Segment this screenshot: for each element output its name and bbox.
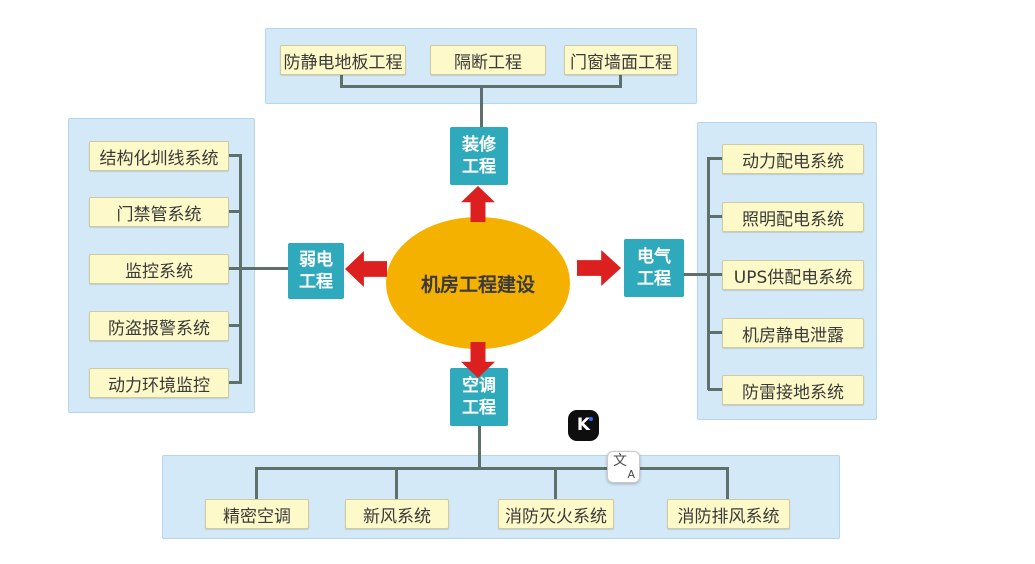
arrow-right-icon: [577, 250, 621, 286]
connector-line: [227, 381, 241, 384]
node-electrical-works: 电气 工程: [624, 239, 684, 297]
item-fresh-air-system: 新风系统: [345, 499, 449, 529]
connector-line: [708, 331, 722, 334]
arrow-left-icon: [345, 251, 387, 287]
node-label-line2: 工程: [299, 272, 333, 292]
item-burglar-alarm: 防盗报警系统: [89, 311, 229, 341]
node-label-line1: 空调: [462, 375, 496, 396]
node-weak-current-works: 弱电 工程: [288, 243, 344, 299]
assistant-k-badge[interactable]: K: [568, 410, 599, 441]
item-precision-ac: 精密空调: [205, 499, 309, 529]
item-label: 动力环境监控: [108, 375, 210, 396]
connector-line: [480, 85, 483, 127]
item-label: 隔断工程: [454, 52, 522, 73]
item-door-window-wall: 门窗墙面工程: [564, 45, 678, 75]
item-label: UPS供配电系统: [733, 267, 853, 288]
item-label: 消防排风系统: [677, 506, 780, 527]
item-label: 机房静电泄露: [742, 325, 844, 346]
connector-line: [395, 467, 398, 499]
node-label-line2: 工程: [637, 269, 671, 289]
connector-line: [227, 324, 241, 327]
item-label: 监控系统: [125, 261, 193, 282]
item-structured-cabling: 结构化圳线系统: [89, 141, 229, 171]
item-lightning-grounding: 防雷接地系统: [722, 375, 864, 405]
node-label-line1: 装修: [462, 134, 496, 155]
item-label: 结构化圳线系统: [99, 148, 219, 169]
item-label: 防雷接地系统: [742, 382, 844, 403]
center-node-label: 机房工程建设: [420, 273, 535, 296]
item-fire-exhaust: 消防排风系统: [667, 499, 790, 529]
node-label-line1: 电气: [637, 246, 671, 267]
connector-line: [340, 73, 343, 87]
connector-line: [478, 426, 481, 470]
item-label: 门禁管系统: [116, 204, 202, 225]
node-decoration-works: 装修 工程: [450, 127, 508, 185]
item-label: 门窗墙面工程: [570, 52, 672, 73]
connector-line: [619, 73, 622, 87]
item-label: 消防灭火系统: [505, 506, 607, 527]
item-label: 照明配电系统: [742, 209, 844, 230]
item-fire-extinguishing: 消防灭火系统: [498, 499, 614, 529]
item-power-distribution: 动力配电系统: [722, 144, 864, 174]
item-anti-static-floor: 防静电地板工程: [280, 45, 406, 75]
item-label: 新风系统: [363, 506, 431, 527]
node-hvac-works: 空调 工程: [450, 368, 508, 426]
connector-line: [255, 467, 258, 499]
blue-dot-icon: [589, 417, 593, 421]
node-label-line2: 工程: [462, 157, 496, 177]
item-label: 精密空调: [223, 506, 291, 527]
connector-line: [708, 215, 722, 218]
item-lighting-distribution: 照明配电系统: [722, 202, 864, 232]
node-label-line1: 弱电: [299, 249, 333, 270]
connector-line: [726, 467, 729, 499]
connector-line: [227, 154, 241, 157]
connector-line: [554, 467, 557, 499]
translate-en-glyph: A: [627, 468, 635, 481]
item-ups-distribution: UPS供配电系统: [722, 260, 864, 290]
connector-line: [227, 267, 288, 270]
connector-line: [708, 388, 722, 391]
item-label: 防静电地板工程: [283, 52, 403, 73]
item-label: 动力配电系统: [742, 151, 844, 172]
center-node: 机房工程建设: [386, 217, 570, 349]
item-static-discharge: 机房静电泄露: [722, 318, 864, 348]
assistant-k-letter: K: [576, 415, 591, 435]
item-power-env-monitoring: 动力环境监控: [89, 368, 229, 398]
translate-zh-glyph: 文: [613, 453, 627, 469]
connector-line: [708, 157, 722, 160]
item-surveillance-system: 监控系统: [89, 254, 229, 284]
node-label-line2: 工程: [462, 398, 496, 418]
connector-line: [227, 210, 241, 213]
connector-line: [255, 467, 729, 470]
connector-line: [684, 273, 722, 276]
item-partition-works: 隔断工程: [430, 45, 546, 75]
item-label: 防盗报警系统: [108, 318, 210, 339]
translate-icon[interactable]: 文 A: [607, 451, 640, 483]
item-access-control: 门禁管系统: [89, 197, 229, 227]
